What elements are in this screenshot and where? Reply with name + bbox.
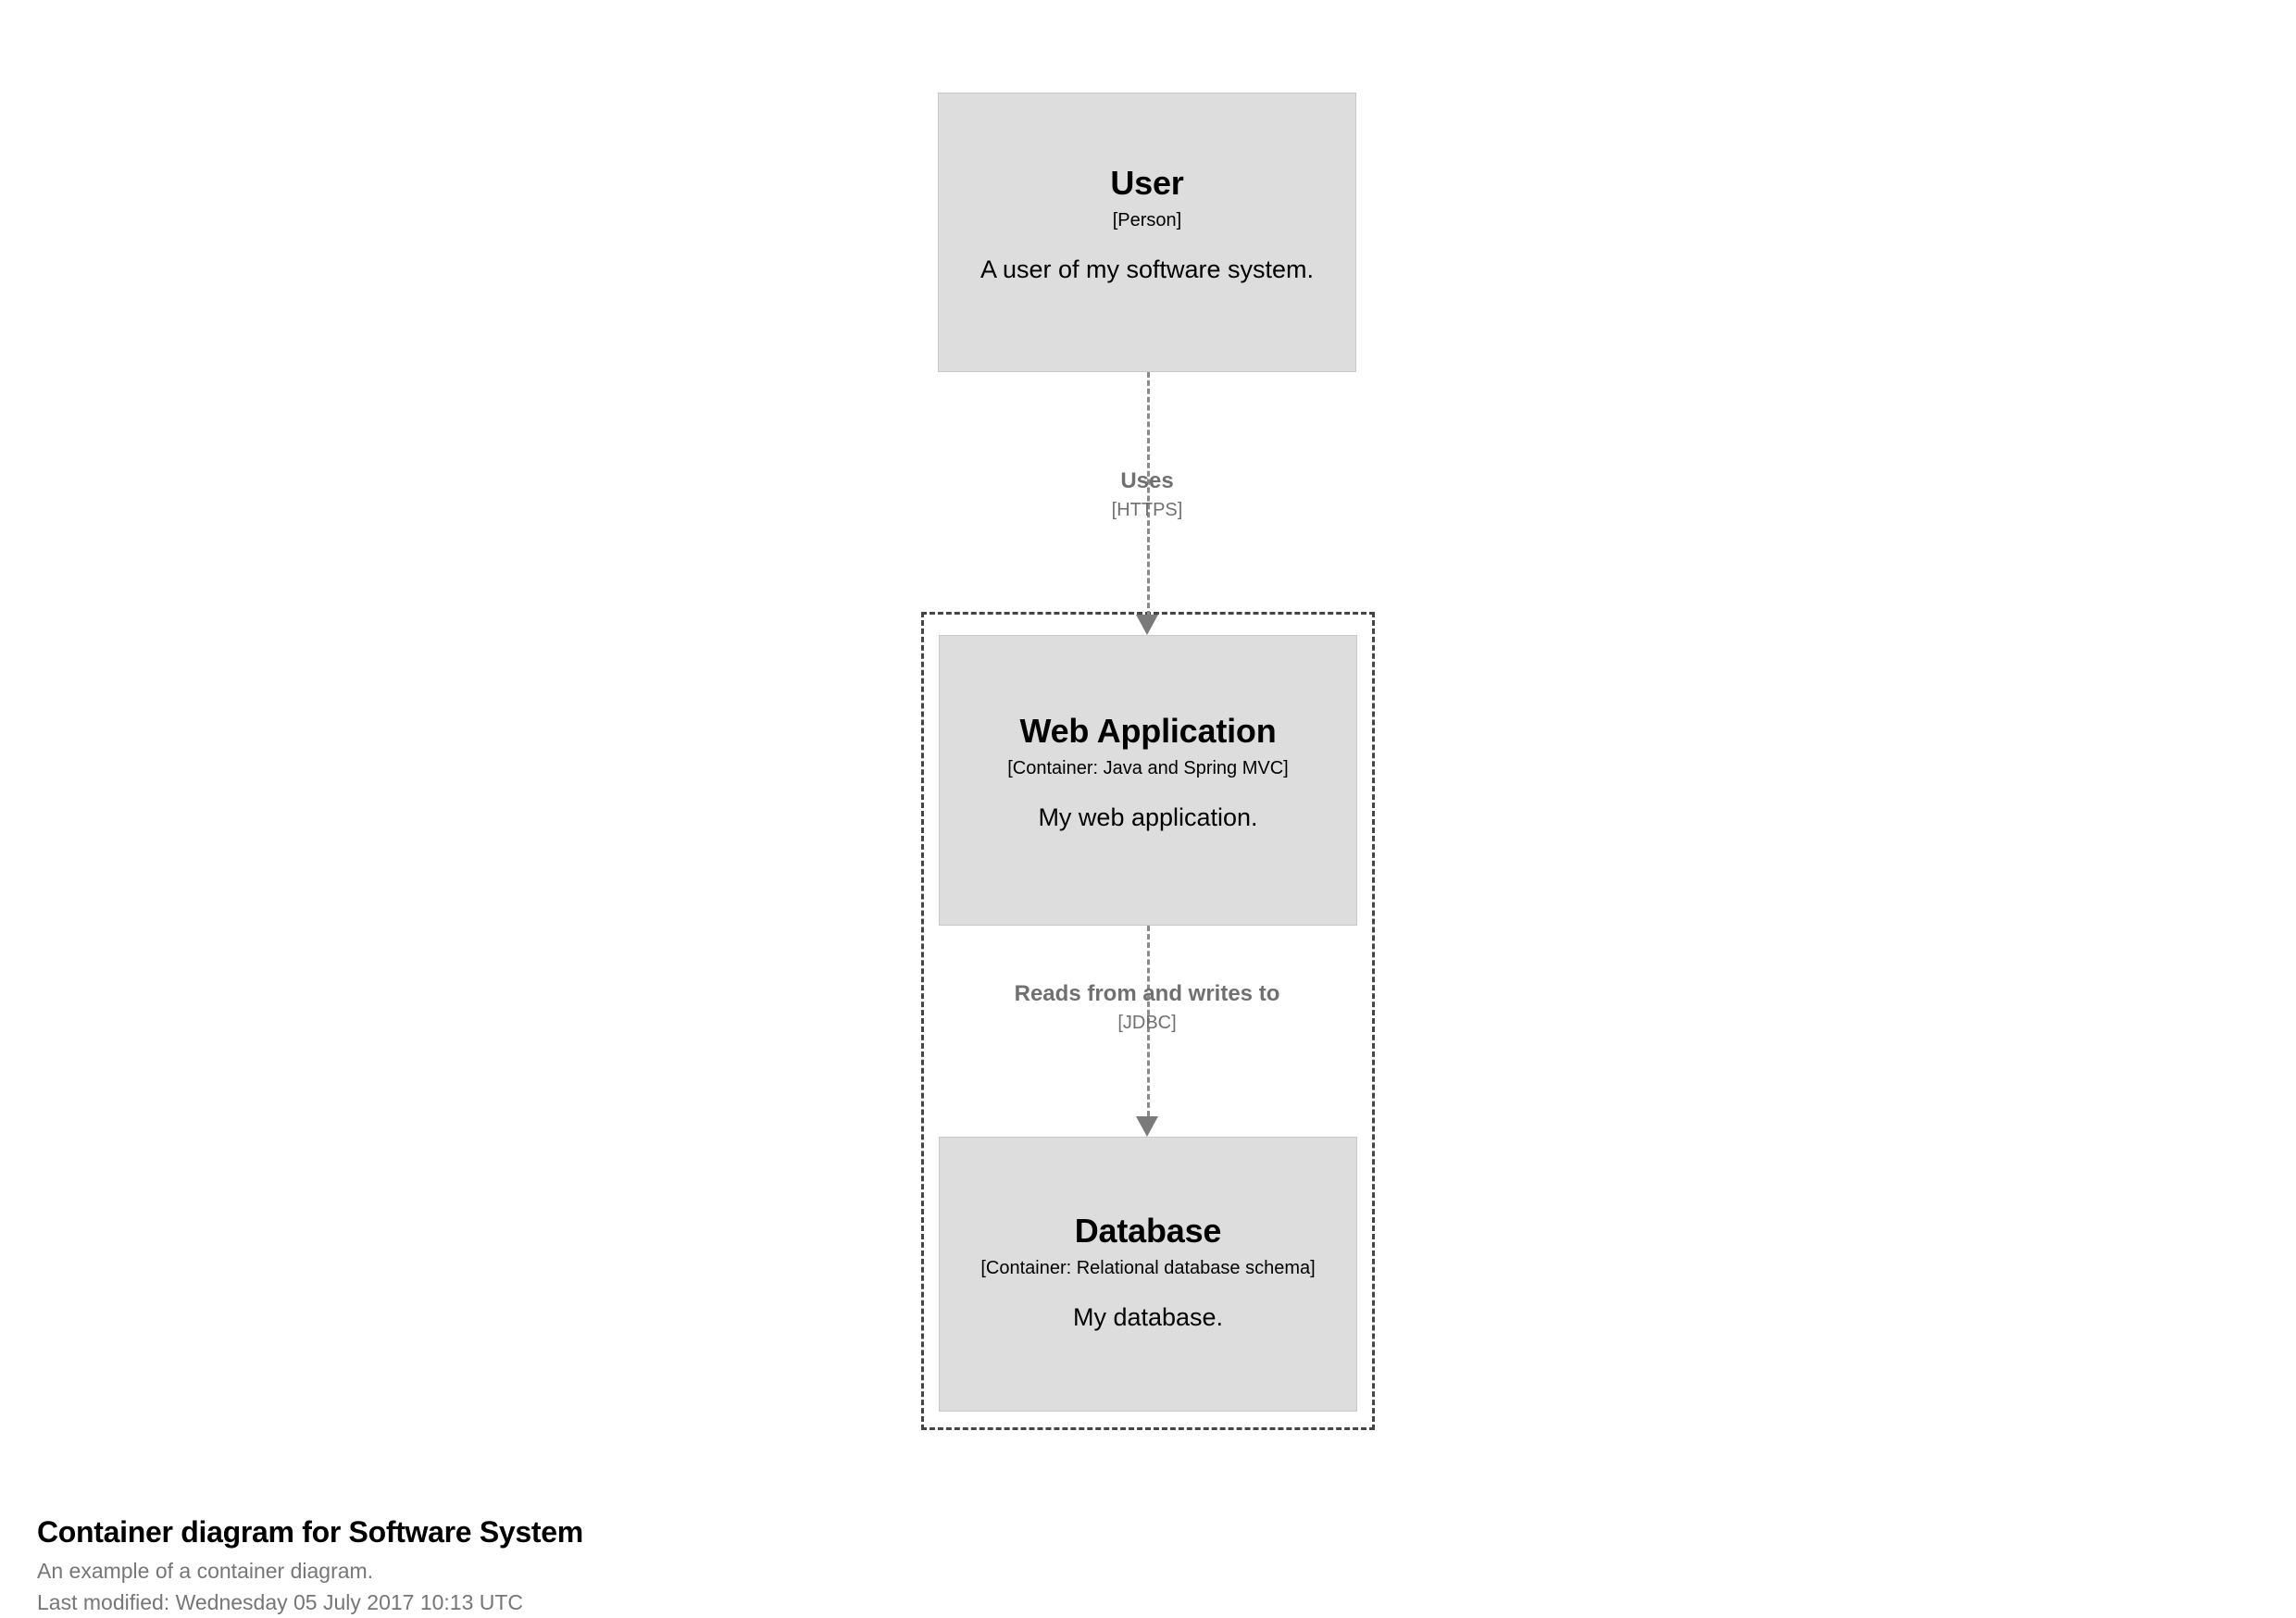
- node-database[interactable]: Database [Container: Relational database…: [939, 1137, 1357, 1412]
- relationship-uses-arrowhead-icon: [1136, 615, 1158, 635]
- relationship-reads-writes-label: Reads from and writes to [JDBC]: [962, 980, 1332, 1035]
- node-web-application-name: Web Application: [1019, 712, 1277, 750]
- node-user-name: User: [1110, 164, 1184, 202]
- relationship-uses-label: Uses [HTTPS]: [962, 467, 1332, 522]
- diagram-caption: Container diagram for Software System An…: [37, 1514, 1148, 1618]
- diagram-title: Container diagram for Software System: [37, 1515, 583, 1549]
- node-database-description: My database.: [1072, 1302, 1224, 1331]
- relationship-uses-description: Uses: [1120, 468, 1174, 493]
- node-web-application-description: My web application.: [1038, 803, 1258, 831]
- node-database-name: Database: [1074, 1212, 1222, 1250]
- relationship-reads-writes-description: Reads from and writes to: [1014, 981, 1280, 1006]
- node-web-application-type: [Container: Java and Spring MVC]: [1007, 757, 1289, 778]
- node-user[interactable]: User [Person] A user of my software syst…: [938, 93, 1356, 372]
- node-database-type: [Container: Relational database schema]: [980, 1257, 1316, 1278]
- relationship-reads-writes-arrowhead-icon: [1136, 1116, 1158, 1137]
- node-user-description: A user of my software system.: [980, 255, 1315, 283]
- node-web-application[interactable]: Web Application [Container: Java and Spr…: [939, 635, 1357, 926]
- relationship-reads-writes-line: [1147, 926, 1150, 1116]
- diagram-last-modified: Last modified: Wednesday 05 July 2017 10…: [37, 1589, 524, 1614]
- diagram-subtitle: An example of a container diagram.: [37, 1559, 374, 1584]
- relationship-uses-technology: [HTTPS]: [1111, 500, 1183, 520]
- relationship-uses-line: [1147, 372, 1150, 616]
- relationship-reads-writes-technology: [JDBC]: [1117, 1013, 1177, 1033]
- node-user-type: [Person]: [1112, 209, 1182, 230]
